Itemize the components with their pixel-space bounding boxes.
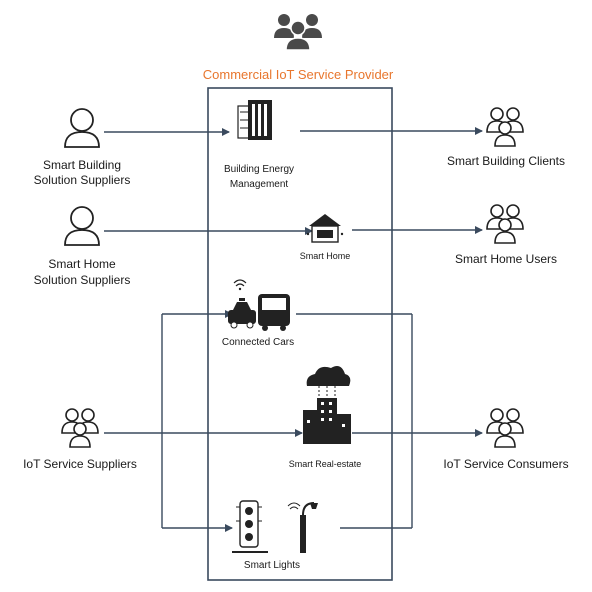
people-group-icon <box>487 205 523 243</box>
office-building-icon <box>237 100 272 140</box>
consumer-iot: IoT Service Consumers <box>443 457 568 471</box>
smart-house-icon <box>306 214 344 243</box>
people-group-icon <box>62 409 98 447</box>
provider-group-icon <box>274 14 322 51</box>
people-group-icon <box>487 409 523 447</box>
service-real-estate: Smart Real-estate <box>289 459 362 469</box>
service-smart-lights: Smart Lights <box>244 560 300 571</box>
consumer-building: Smart Building Clients <box>447 154 565 168</box>
person-icon <box>64 108 100 148</box>
people-group-icon <box>487 108 523 146</box>
taxi-bus-icon <box>228 279 290 331</box>
supplier-home-line2: Solution Suppliers <box>34 273 131 287</box>
cloud-building-icon <box>303 366 351 444</box>
service-smart-home: Smart Home <box>300 251 351 261</box>
service-building-energy-line2: Management <box>230 179 289 190</box>
provider-frame <box>207 87 393 581</box>
supplier-iot: IoT Service Suppliers <box>23 457 137 471</box>
supplier-home-line1: Smart Home <box>48 257 116 271</box>
supplier-building-line1: Smart Building <box>43 158 121 172</box>
service-building-energy-line1: Building Energy <box>224 164 294 175</box>
person-icon <box>64 206 100 246</box>
consumer-home: Smart Home Users <box>455 252 557 266</box>
service-connected-cars: Connected Cars <box>222 337 294 348</box>
traffic-light-streetlamp-icon <box>232 500 318 553</box>
provider-title: Commercial IoT Service Provider <box>203 67 394 82</box>
supplier-building-line2: Solution Suppliers <box>34 173 131 187</box>
